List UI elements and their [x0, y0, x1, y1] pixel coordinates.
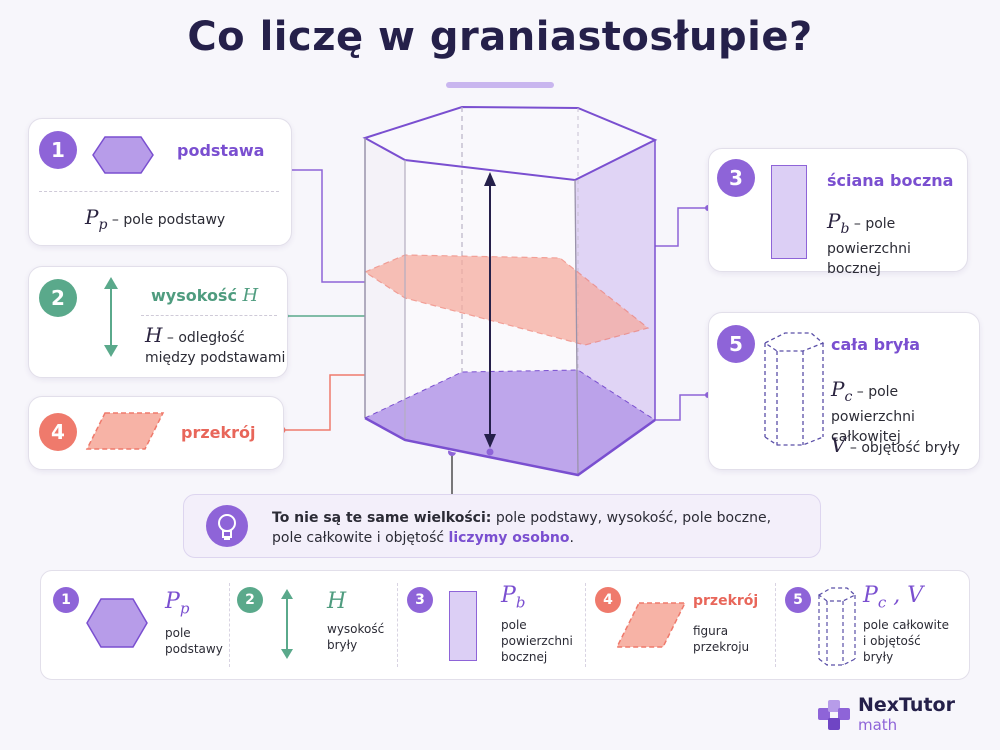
label-base: podstawa: [177, 141, 265, 160]
logo-sub: math: [858, 716, 898, 734]
summary-symbol-1: Pp: [165, 589, 190, 618]
connector-1: [290, 169, 380, 283]
label-section: przekrój: [181, 423, 256, 442]
label-solid: cała bryła: [831, 335, 921, 354]
lightbulb-icon: [206, 505, 248, 547]
desc-solid-volume: V – objętość bryły: [831, 433, 960, 457]
summary-title-4: przekrój: [693, 593, 759, 609]
divider: [141, 315, 277, 316]
rectangle-icon: [449, 591, 477, 661]
card-lateral: 3 ściana boczna Pb – pole powierzchni bo…: [708, 148, 968, 277]
parallelogram-icon: [85, 412, 165, 450]
desc-lateral: Pb – pole powierzchni bocznej: [827, 209, 911, 277]
hexagon-icon: [86, 598, 148, 648]
summary-badge-5: 5: [785, 587, 811, 613]
desc-solid-area: Pc – pole powierzchni całkowitej: [831, 377, 915, 445]
summary-symbol-3: Pb: [501, 583, 526, 612]
bottom-base: [365, 370, 655, 475]
logo-icon: [818, 700, 850, 730]
connector-3: [652, 207, 708, 247]
label-lateral: ściana boczna: [827, 171, 954, 190]
badge-5: 5: [717, 325, 755, 363]
title-underline: [446, 82, 554, 88]
prism-outline-icon: [817, 587, 857, 666]
connector-5: [652, 394, 708, 421]
double-arrow-icon: [104, 277, 118, 357]
hexagon-icon: [92, 136, 154, 174]
badge-3: 3: [717, 159, 755, 197]
prism-outline-icon: [763, 332, 825, 446]
desc-height: H – odległość między podstawami: [145, 323, 286, 366]
summary-badge-3: 3: [407, 587, 433, 613]
summary-symbol-5: Pc , V: [863, 583, 924, 612]
badge-4: 4: [39, 413, 77, 451]
label-height: wysokość H: [151, 285, 259, 306]
tip-text: To nie są te same wielkości: pole podsta…: [272, 510, 772, 546]
tip-box: To nie są te same wielkości: pole podsta…: [183, 494, 821, 558]
badge-1: 1: [39, 131, 77, 169]
summary-badge-1: 1: [53, 587, 79, 613]
card-solid: 5 cała bryła Pc – pole powierzchni całko…: [708, 312, 980, 470]
summary-badge-4: 4: [595, 587, 621, 613]
badge-2: 2: [39, 279, 77, 317]
divider: [39, 191, 279, 192]
logo-name: NexTutor: [858, 694, 955, 716]
desc-base: Pp – pole podstawy: [85, 205, 226, 233]
parallelogram-icon: [615, 602, 687, 648]
summary-badge-2: 2: [237, 587, 263, 613]
page-title: Co liczę w graniastosłupie?: [187, 14, 813, 60]
summary-symbol-2: H: [327, 589, 347, 614]
card-section: 4 przekrój: [28, 396, 284, 470]
rectangle-icon: [771, 165, 807, 259]
double-arrow-icon: [281, 589, 293, 659]
card-height: 2 wysokość H H – odległość między podsta…: [28, 266, 288, 378]
card-base: 1 podstawa Pp – pole podstawy: [28, 118, 292, 246]
